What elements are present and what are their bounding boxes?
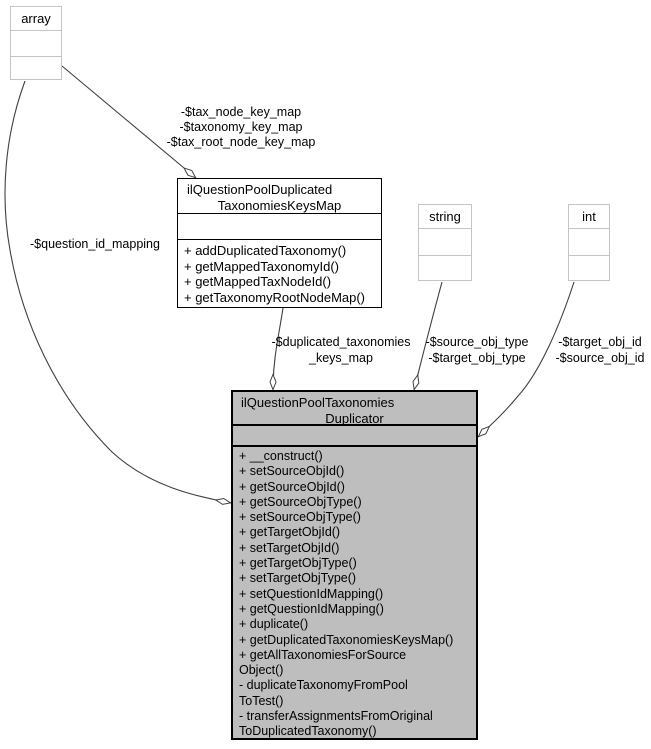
method-label: + getQuestionIdMapping() (239, 601, 384, 616)
class-node-duplicator: ilQuestionPoolTaxonomies Duplicator + __… (231, 390, 478, 740)
attributes-compartment (233, 426, 476, 447)
edge-label-obj-type: -$source_obj_type -$target_obj_type (420, 334, 534, 366)
class-title: array (11, 7, 61, 31)
method-label: - transferAssignmentsFromOriginal (239, 709, 433, 724)
edge-label-line: -$target_obj_id (558, 335, 642, 349)
class-title: string (419, 205, 471, 229)
method-label: + getMappedTaxNodeId() (184, 274, 332, 289)
class-title-line1: ilQuestionPoolTaxonomies (241, 395, 395, 410)
edge-label-line: -$tax_root_node_key_map (166, 135, 316, 149)
class-title-line2: TaxonomiesKeysMap (217, 197, 342, 213)
method-label: ToDuplicatedTaxonomy() (239, 724, 377, 739)
method-label: + setQuestionIdMapping() (239, 586, 384, 601)
class-title: ilQuestionPoolTaxonomies Duplicator (233, 392, 476, 426)
class-node-string: string (418, 204, 472, 281)
method-label: - duplicateTaxonomyFromPool (239, 678, 408, 693)
attributes-compartment (569, 229, 609, 256)
edge-label-duplicated-taxonomies-keys-map: -$duplicated_taxonomies _keys_map (263, 334, 419, 366)
method-label: + getDuplicatedTaxonomiesKeysMap() (239, 632, 454, 647)
method-label: + getTargetObjType() (239, 556, 357, 571)
edge-label-line: -$target_obj_type (428, 351, 526, 365)
method-label: + getSourceObjType() (239, 494, 362, 509)
class-title: int (569, 205, 609, 229)
method-label: + addDuplicatedTaxonomy() (184, 243, 347, 258)
method-label: + getMappedTaxonomyId() (184, 258, 340, 274)
method-label: + getTaxonomyRootNodeMap() (184, 289, 366, 305)
method-label: + __construct() (239, 449, 323, 463)
edge-label-line: -$taxonomy_key_map (179, 120, 303, 134)
attributes-compartment (11, 31, 61, 57)
method-label: + getTargetObjId() (239, 525, 341, 540)
edge-label-line: _keys_map (309, 351, 373, 365)
class-title-line1: ilQuestionPoolDuplicated (187, 182, 333, 197)
class-node-int: int (568, 204, 610, 281)
method-label: + getSourceObjId() (239, 479, 345, 494)
method-label: + duplicate() (239, 617, 309, 632)
edge-label-line: -$source_obj_type (425, 335, 529, 349)
method-label: + setTargetObjType() (239, 571, 357, 586)
attributes-compartment (178, 214, 381, 240)
methods-compartment: + __construct()+ setSourceObjId()+ getSo… (233, 447, 476, 740)
edge-label-obj-id: -$target_obj_id -$source_obj_id (545, 334, 651, 366)
method-label: + setSourceObjType() (239, 510, 361, 525)
method-label: + getAllTaxonomiesForSource (239, 647, 407, 662)
edge-label-line: -$tax_node_key_map (180, 105, 302, 119)
class-title: ilQuestionPoolDuplicated TaxonomiesKeysM… (178, 179, 381, 214)
methods-compartment: + addDuplicatedTaxonomy()+ getMappedTaxo… (178, 240, 381, 305)
edge-label-line: -$source_obj_id (555, 351, 645, 365)
method-label: + setTargetObjId() (239, 540, 340, 555)
method-label: ToTest() (239, 693, 284, 708)
edge-label-line: -$duplicated_taxonomies (271, 335, 411, 349)
edge-label-tax-keys: -$tax_node_key_map-$taxonomy_key_map-$ta… (157, 105, 325, 150)
class-title-line2: Duplicator (325, 410, 384, 426)
edge-label-question-id-mapping: -$question_id_mapping (30, 237, 160, 251)
class-node-keysmap[interactable]: ilQuestionPoolDuplicated TaxonomiesKeysM… (177, 178, 382, 308)
method-label: Object() (239, 663, 284, 678)
attributes-compartment (419, 229, 471, 256)
class-node-array: array (10, 6, 62, 80)
method-label: + setSourceObjId() (239, 464, 345, 479)
